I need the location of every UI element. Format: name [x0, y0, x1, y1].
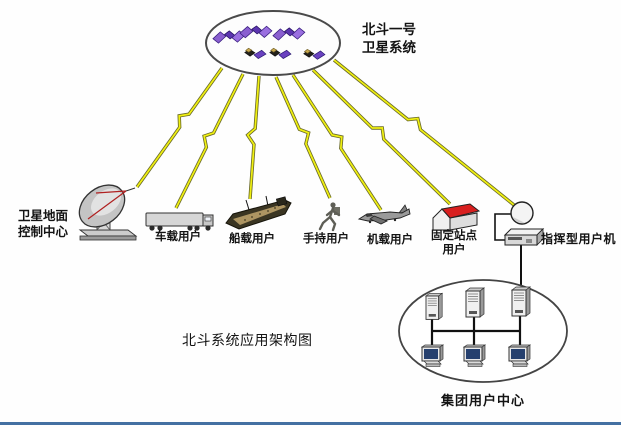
signal-link-ship: [246, 75, 260, 200]
footer-divider: [0, 422, 621, 425]
command-terminal-icon: [503, 228, 545, 246]
server-icon: [465, 287, 485, 318]
satellite-system-label: 北斗一号 卫星系统: [362, 22, 416, 57]
antenna-wire: [494, 213, 511, 241]
server-icon: [425, 292, 443, 320]
signal-link-handheld: [275, 76, 331, 199]
satellite-system-label-line1: 北斗一号: [362, 22, 416, 38]
airborne-user-label: 机载用户: [367, 232, 413, 246]
ground-station-dish-icon: [78, 184, 138, 241]
group-user-center-label: 集团用户中心: [441, 394, 526, 409]
fixed-station-label-line1: 固定站点: [431, 228, 477, 242]
airborne-user-icon: [357, 204, 411, 225]
antenna-ball-icon: [510, 201, 534, 225]
lan-wires: [430, 314, 522, 349]
signal-links-layer: [135, 58, 516, 211]
signal-link-fixed-station: [312, 69, 451, 205]
ground-control-label-line2: 控制中心: [18, 223, 69, 239]
signal-link-airborne: [292, 74, 382, 211]
diagram-caption: 北斗系统应用架构图: [182, 333, 313, 349]
signal-link-vehicle: [175, 73, 244, 209]
fixed-station-label-line2: 用户: [442, 241, 466, 256]
signal-link-ground-control: [136, 67, 223, 188]
server-icon: [511, 286, 531, 317]
satellite-system-label-line2: 卫星系统: [362, 39, 416, 56]
vehicle-user-icon: [145, 212, 214, 231]
ground-control-label: 卫星地面 控制中心: [18, 208, 68, 239]
handheld-user-label: 手持用户: [303, 231, 349, 245]
handheld-user-icon: [318, 202, 341, 232]
satellite-constellation-ellipse: [205, 10, 341, 76]
vehicle-user-label: 车载用户: [155, 229, 201, 243]
fixed-station-icon: [432, 203, 481, 231]
ship-user-icon: [225, 195, 292, 230]
ship-user-label: 船载用户: [229, 231, 275, 245]
ground-control-label-line1: 卫星地面: [18, 208, 69, 223]
fixed-station-label: 固定站点 用户: [428, 228, 480, 256]
command-terminal-label: 指挥型用户机: [541, 232, 617, 246]
signal-link-command-terminal: [333, 59, 515, 206]
